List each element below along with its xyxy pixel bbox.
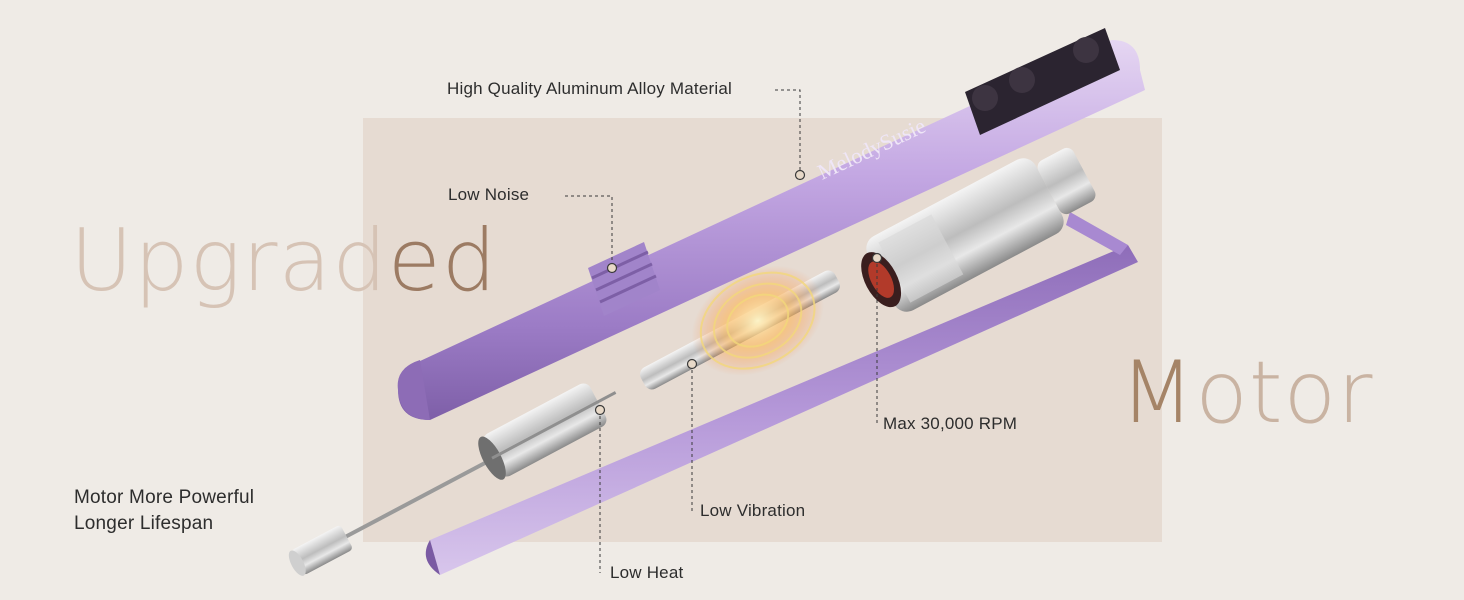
grip-ring [588, 242, 660, 316]
headline-upgraded-accent: ed [387, 211, 498, 311]
callout-heat: Low Heat [610, 563, 684, 582]
headline-motor: Motor [1120, 350, 1374, 436]
headline-motor-accent: M [1120, 343, 1196, 443]
drill-bit [288, 453, 501, 576]
callout-motor-line2: Longer Lifespan [74, 513, 214, 534]
lower-shell [425, 212, 1138, 575]
minus-button-icon [972, 85, 998, 111]
headline-motor-rest: otor [1195, 343, 1374, 443]
callout-rpm: Max 30,000 RPM [883, 414, 1018, 433]
callout-dots [594, 169, 883, 416]
motor-body [861, 147, 1096, 312]
callout-leaders [565, 89, 878, 573]
power-button-icon [1073, 37, 1099, 63]
callout-motor-line1: Motor More Powerful [74, 487, 255, 508]
collet [478, 383, 617, 480]
plus-button-icon [1009, 67, 1035, 93]
headline-upgraded: Upgraded [70, 218, 497, 304]
callout-vibration: Low Vibration [700, 501, 806, 520]
headline-upgraded-light: Upgrad [70, 211, 388, 311]
callout-noise: Low Noise [448, 185, 530, 204]
callout-material: High Quality Aluminum Alloy Material [447, 79, 732, 98]
